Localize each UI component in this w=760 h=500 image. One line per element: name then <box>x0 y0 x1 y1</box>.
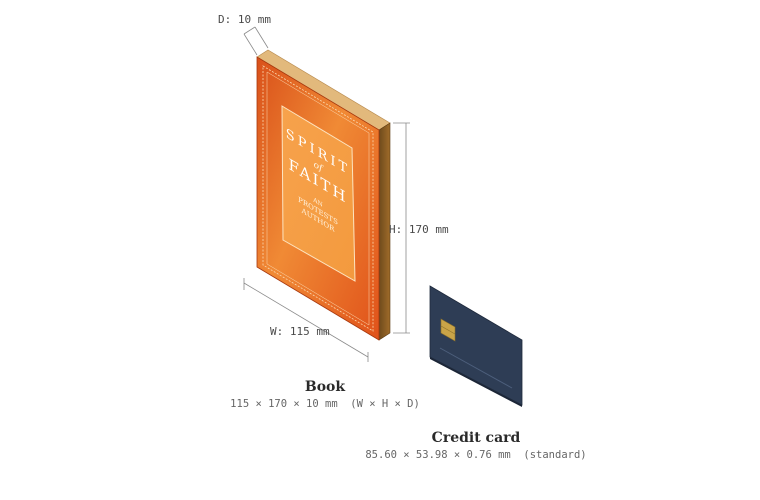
card-dimensions: 85.60 × 53.98 × 0.76 mm (standard) <box>365 449 587 461</box>
cover-border-inner <box>266 71 370 326</box>
cover-title-panel <box>281 105 356 282</box>
depth-label: D: 10 mm <box>218 13 271 26</box>
width-label: W: 115 mm <box>270 325 330 338</box>
cover-border <box>262 65 374 332</box>
cover-author-line1: AN <box>312 195 323 209</box>
book-3d: SPIRIT of FAITH AN PROTESTS AUTHOR <box>256 49 391 341</box>
cover-title-of: of <box>314 159 325 176</box>
width-dimension <box>243 278 369 362</box>
card-edge <box>430 357 522 407</box>
book-name: Book <box>304 379 346 395</box>
card-stripe <box>439 347 513 389</box>
card-chip-line <box>440 325 456 335</box>
card-caption: Credit card 85.60 × 53.98 × 0.76 mm (sta… <box>340 430 612 461</box>
credit-card-3d <box>429 285 523 407</box>
card-face <box>429 285 523 406</box>
card-name: Credit card <box>431 430 521 446</box>
height-label: H: 170 mm <box>389 223 449 236</box>
book-dimensions: 115 × 170 × 10 mm (W × H × D) <box>230 398 420 410</box>
depth-dimension <box>243 26 269 56</box>
book-caption: Book 115 × 170 × 10 mm (W × H × D) <box>200 379 450 410</box>
height-dimension <box>393 122 410 334</box>
